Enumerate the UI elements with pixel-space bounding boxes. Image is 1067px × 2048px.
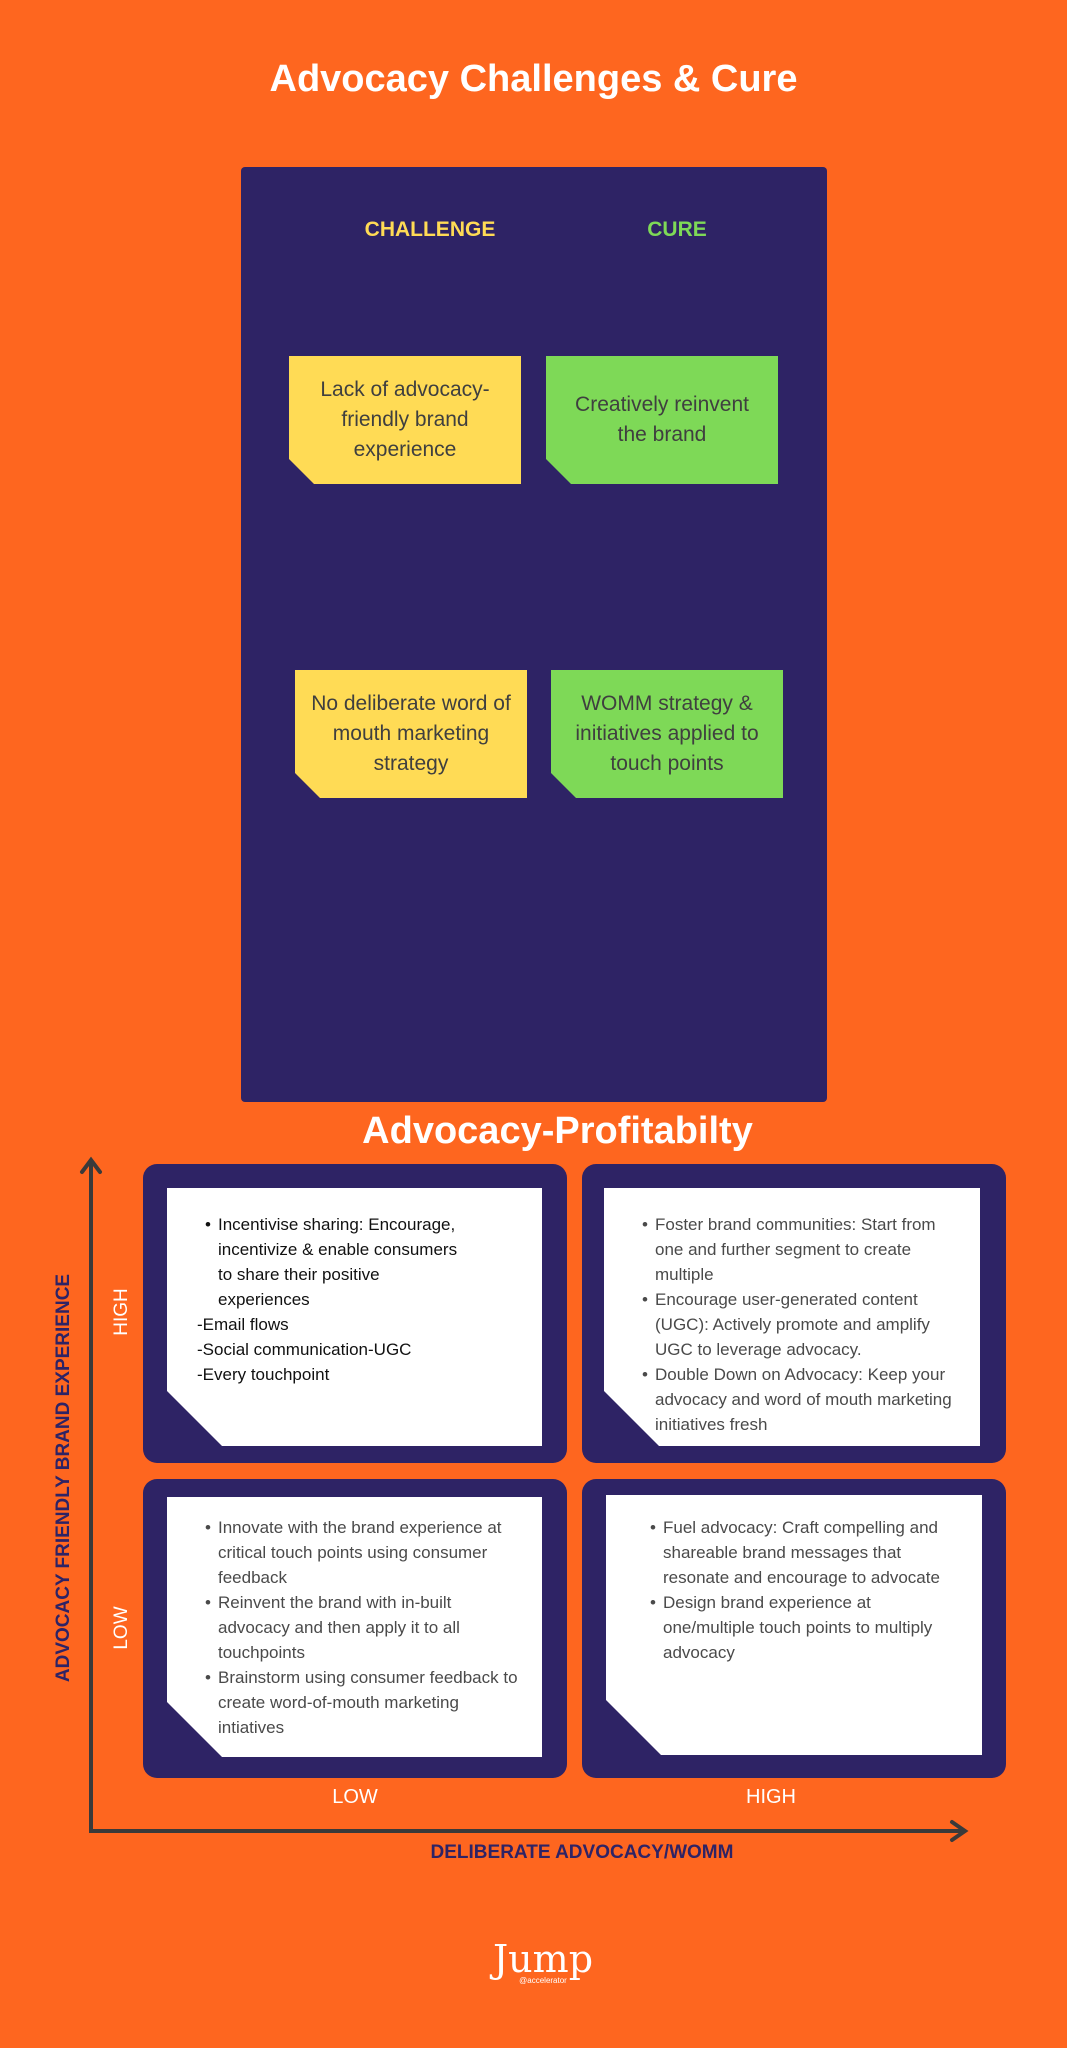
quadrant-low-high: Fuel advocacy: Craft compelling and shar… bbox=[582, 1479, 1006, 1778]
quadrant-high-low: Incentivise sharing: Encourage, incentiv… bbox=[143, 1164, 567, 1463]
sub-item: -Social communication-UGC bbox=[197, 1340, 412, 1359]
bullet-item: Encourage user-generated content (UGC): … bbox=[642, 1287, 960, 1362]
challenge-cure-panel bbox=[241, 167, 827, 1102]
challenge-column-header: CHALLENGE bbox=[364, 218, 496, 241]
sub-item: -Email flows bbox=[197, 1315, 289, 1334]
bullet-item: Double Down on Advocacy: Keep your advoc… bbox=[642, 1362, 960, 1437]
bullet-item: Design brand experience at one/multiple … bbox=[650, 1590, 962, 1665]
cure-note-1: Creatively reinvent the brand bbox=[546, 356, 778, 484]
page-title: Advocacy Challenges & Cure bbox=[269, 58, 798, 100]
sub-item: -Every touchpoint bbox=[197, 1365, 330, 1384]
logo-wordmark: Jump bbox=[492, 1937, 594, 1981]
quadrant-card-high-high: Foster brand communities: Start from one… bbox=[604, 1188, 980, 1446]
x-tick-high: HIGH bbox=[746, 1786, 796, 1808]
bullet-item: Innovate with the brand experience at cr… bbox=[205, 1515, 522, 1590]
bullet-item: Brainstorm using consumer feedback to cr… bbox=[205, 1665, 522, 1740]
challenge-note-2: No deliberate word of mouth marketing st… bbox=[295, 670, 527, 798]
bullet-item: Incentivise sharing: Encourage, incentiv… bbox=[205, 1212, 522, 1312]
matrix-title: Advocacy-Profitabilty bbox=[362, 1110, 753, 1152]
x-axis-arrow bbox=[950, 1820, 969, 1842]
quadrant-card-low-low: Innovate with the brand experience at cr… bbox=[167, 1497, 542, 1757]
quadrant-card-high-low: Incentivise sharing: Encourage, incentiv… bbox=[167, 1188, 542, 1446]
x-axis-label: DELIBERATE ADVOCACY/WOMM bbox=[430, 1842, 734, 1863]
y-axis-arrow bbox=[80, 1156, 102, 1174]
jump-logo: Jump @accelerator bbox=[483, 1938, 603, 1985]
quadrant-high-high: Foster brand communities: Start from one… bbox=[582, 1164, 1006, 1463]
bullet-item: Foster brand communities: Start from one… bbox=[642, 1212, 960, 1287]
bullet-item: Fuel advocacy: Craft compelling and shar… bbox=[650, 1515, 962, 1590]
quadrant-low-low: Innovate with the brand experience at cr… bbox=[143, 1479, 567, 1778]
bullet-item: Reinvent the brand with in-built advocac… bbox=[205, 1590, 522, 1665]
logo-tagline: @accelerator bbox=[519, 1976, 567, 1985]
quadrant-card-low-high: Fuel advocacy: Craft compelling and shar… bbox=[606, 1495, 982, 1755]
cure-column-header: CURE bbox=[647, 218, 707, 241]
challenge-note-1: Lack of advocacy-friendly brand experien… bbox=[289, 356, 521, 484]
cure-note-2: WOMM strategy & initiatives applied to t… bbox=[551, 670, 783, 798]
x-tick-low: LOW bbox=[332, 1786, 378, 1808]
